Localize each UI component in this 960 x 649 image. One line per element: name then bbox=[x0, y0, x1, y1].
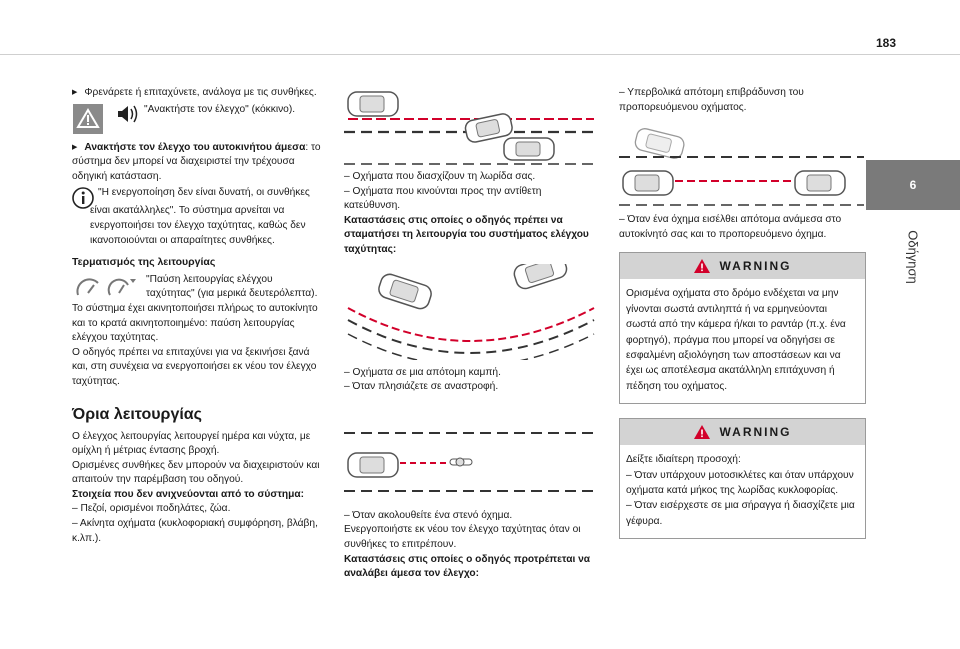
warning-box: WARNING Δείξτε ιδιαίτερη προσοχή: – Όταν… bbox=[619, 418, 866, 540]
subheading: Καταστάσεις στις οποίες ο οδηγός προτρέπ… bbox=[344, 553, 591, 580]
chapter-title: Οδήγηση bbox=[866, 212, 960, 302]
warning-title: WARNING bbox=[719, 424, 792, 439]
paragraph: Ανακτήστε τον έλεγχο του αυτοκινήτου άμε… bbox=[72, 141, 324, 185]
car-top-icon bbox=[378, 273, 432, 309]
car-top-icon bbox=[464, 113, 513, 143]
car-top-icon bbox=[794, 170, 846, 196]
car-top-icon bbox=[503, 137, 555, 161]
list-item: – Πεζοί, ορισμένοι ποδηλάτες, ζώα. bbox=[72, 503, 231, 515]
crossing-vehicles-illustration bbox=[344, 91, 594, 165]
column-3: – Υπερβολικά απότομη επιβράδυνση του προ… bbox=[619, 86, 866, 540]
info-text: "Η ενεργοποίηση δεν είναι δυνατή, οι συν… bbox=[98, 187, 310, 199]
cruise-control-icon bbox=[76, 278, 136, 296]
pause-text: "Παύση λειτουργίας ελέγχου ταχύτητας" (γ… bbox=[146, 273, 318, 300]
sharp-bend-illustration bbox=[347, 263, 595, 360]
car-top-icon bbox=[622, 170, 674, 196]
car-top-icon bbox=[634, 128, 685, 160]
cut-in-illustration bbox=[619, 128, 864, 206]
paragraph: Φρενάρετε ή επιταχύνετε, ανάλογα με τις … bbox=[72, 86, 324, 101]
column-2: – Οχήματα που διασχίζουν τη λωρίδα σας. … bbox=[344, 86, 598, 582]
narrow-vehicle-illustration bbox=[344, 431, 594, 492]
list-item: – Ακίνητα οχήματα (κυκλοφοριακή συμφόρησ… bbox=[72, 518, 318, 544]
warning-body: Ορισμένα οχήματα στο δρόμο ενδέχεται να … bbox=[620, 279, 865, 403]
info-row: "Η ενεργοποίηση δεν είναι δυνατή, οι συν… bbox=[72, 186, 324, 210]
chapter-tab[interactable]: 6 bbox=[866, 160, 960, 210]
paragraph: Το σύστημα έχει ακινητοποιήσει πλήρως το… bbox=[72, 302, 318, 344]
warning-display-icon bbox=[73, 103, 103, 134]
info-icon bbox=[72, 187, 94, 210]
warning-title: WARNING bbox=[719, 259, 792, 274]
list-item: – Όταν υπάρχουν μοτοσικλέτες και όταν υπ… bbox=[626, 469, 854, 497]
bold-phrase: Ανακτήστε τον έλεγχο του αυτοκινήτου άμε… bbox=[84, 141, 306, 153]
car-top-icon bbox=[513, 263, 568, 289]
warning-body: Δείξτε ιδιαίτερη προσοχή: – Όταν υπάρχου… bbox=[620, 445, 865, 538]
car-top-icon bbox=[347, 91, 399, 117]
motorcycle-icon bbox=[449, 457, 473, 467]
subheading: Τερματισμός της λειτουργίας bbox=[72, 256, 216, 269]
warning-header: WARNING bbox=[620, 253, 865, 280]
warning-triangle-icon bbox=[693, 425, 710, 440]
subheading: Στοιχεία που δεν ανιχνεύονται από το σύσ… bbox=[72, 488, 304, 500]
list-item: – Όταν ακολουθείτε ένα στενό όχημα. bbox=[344, 509, 513, 521]
header-rule bbox=[0, 54, 960, 55]
warning-text: Ορισμένα οχήματα στο δρόμο ενδέχεται να … bbox=[626, 288, 846, 392]
car-top-icon bbox=[347, 452, 399, 478]
text: : το σύστημα δεν μπορεί να διαχειριστεί … bbox=[72, 141, 321, 182]
list-item: – Όταν πλησιάζετε σε αναστροφή. bbox=[344, 381, 499, 393]
paragraph: Ορισμένες συνθήκες δεν μπορούν να διαχει… bbox=[72, 459, 320, 486]
warning-header: WARNING bbox=[620, 419, 865, 446]
list-item: – Υπερβολικά απότομη επιβράδυνση του προ… bbox=[619, 87, 804, 113]
paragraph: Ο έλεγχος λειτουργίας λειτουργεί ημέρα κ… bbox=[72, 430, 311, 457]
pause-row: "Παύση λειτουργίας ελέγχου ταχύτητας" (γ… bbox=[72, 273, 324, 302]
paragraph: είναι ακατάλληλες". Το σύστημα αρνείται … bbox=[90, 205, 306, 246]
page-number: 183 bbox=[876, 36, 897, 50]
section-heading: Όρια λειτουργίας bbox=[72, 405, 202, 423]
paragraph: Ο οδηγός πρέπει να επιταχύνει για να ξεκ… bbox=[72, 346, 317, 387]
list-item: – Όταν ένα όχημα εισέλθει απότομα ανάμεσ… bbox=[619, 214, 842, 240]
list-item: – Οχήματα που κινούνται προς την αντίθετ… bbox=[344, 185, 542, 212]
list-item: – Όταν εισέρχεστε σε μια σήραγγα ή διασχ… bbox=[626, 500, 855, 527]
list-item: – Οχήματα σε μια απότομη καμπή. bbox=[344, 366, 501, 378]
warning-triangle-icon bbox=[693, 259, 710, 274]
chapter-title-text: Οδήγηση bbox=[905, 230, 921, 284]
message-text: "Ανακτήστε τον έλεγχο" (κόκκινο). bbox=[144, 103, 296, 115]
column-1: Φρενάρετε ή επιταχύνετε, ανάλογα με τις … bbox=[72, 86, 324, 546]
message-row: "Ανακτήστε τον έλεγχο" (κόκκινο). bbox=[72, 103, 324, 135]
paragraph: Ενεργοποιήστε εκ νέου τον έλεγχο ταχύτητ… bbox=[344, 524, 581, 550]
subheading: Καταστάσεις στις οποίες ο οδηγός πρέπει … bbox=[344, 214, 589, 255]
sound-icon bbox=[118, 105, 138, 122]
warning-box: WARNING Ορισμένα οχήματα στο δρόμο ενδέχ… bbox=[619, 252, 866, 405]
list-item: – Οχήματα που διασχίζουν τη λωρίδα σας. bbox=[344, 171, 536, 182]
warning-text: Δείξτε ιδιαίτερη προσοχή: bbox=[626, 454, 741, 466]
